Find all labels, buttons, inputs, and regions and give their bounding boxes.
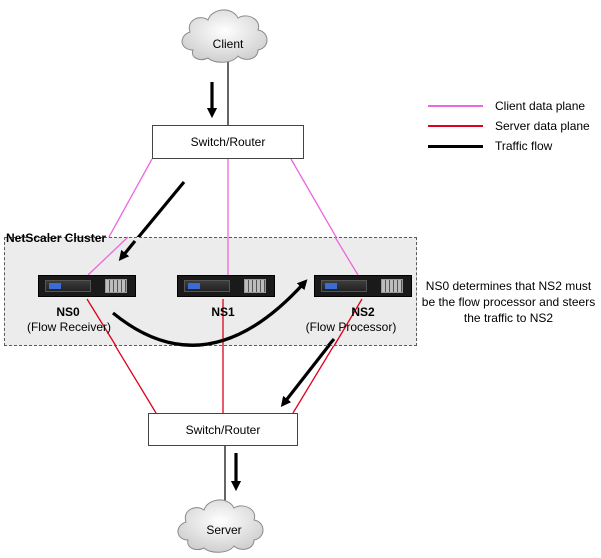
- legend-swatch-client: [428, 105, 483, 107]
- bottom-switch-label: Switch/Router: [185, 422, 261, 437]
- ns2-label: NS2: [351, 305, 375, 319]
- ns0-appliance-icon: [38, 275, 136, 297]
- ns0-label: NS0: [56, 305, 80, 319]
- legend-label-server: Server data plane: [495, 119, 590, 133]
- legend-label-client: Client data plane: [495, 99, 586, 113]
- legend-swatch-server: [428, 125, 483, 127]
- ns2-appliance-icon: [314, 275, 412, 297]
- legend-traffic-flow: Traffic flow: [428, 139, 552, 153]
- client-cloud-icon: [181, 9, 268, 63]
- ns1-appliance-icon: [177, 275, 275, 297]
- server-cloud-icon: [177, 499, 264, 553]
- cluster-label: NetScaler Cluster: [6, 231, 107, 245]
- ns1-label: NS1: [211, 305, 235, 319]
- top-switch-router: Switch/Router: [152, 125, 304, 159]
- ns0-role-label: (Flow Receiver): [26, 320, 111, 334]
- legend-server-data-plane: Server data plane: [428, 119, 590, 133]
- top-switch-label: Switch/Router: [190, 135, 266, 149]
- legend-label-traffic: Traffic flow: [495, 139, 553, 153]
- flow-arrow-ns2-bidirectional: [280, 334, 338, 408]
- legend-client-data-plane: Client data plane: [428, 99, 585, 113]
- flow-note: NS0 determines that NS2 must be the flow…: [421, 279, 596, 325]
- legend-swatch-traffic: [428, 144, 483, 148]
- client-label: Client: [212, 37, 244, 51]
- bottom-switch-router: Switch/Router: [148, 413, 298, 446]
- server-label: Server: [206, 523, 242, 537]
- ns2-role-label: (Flow Processor): [305, 320, 397, 334]
